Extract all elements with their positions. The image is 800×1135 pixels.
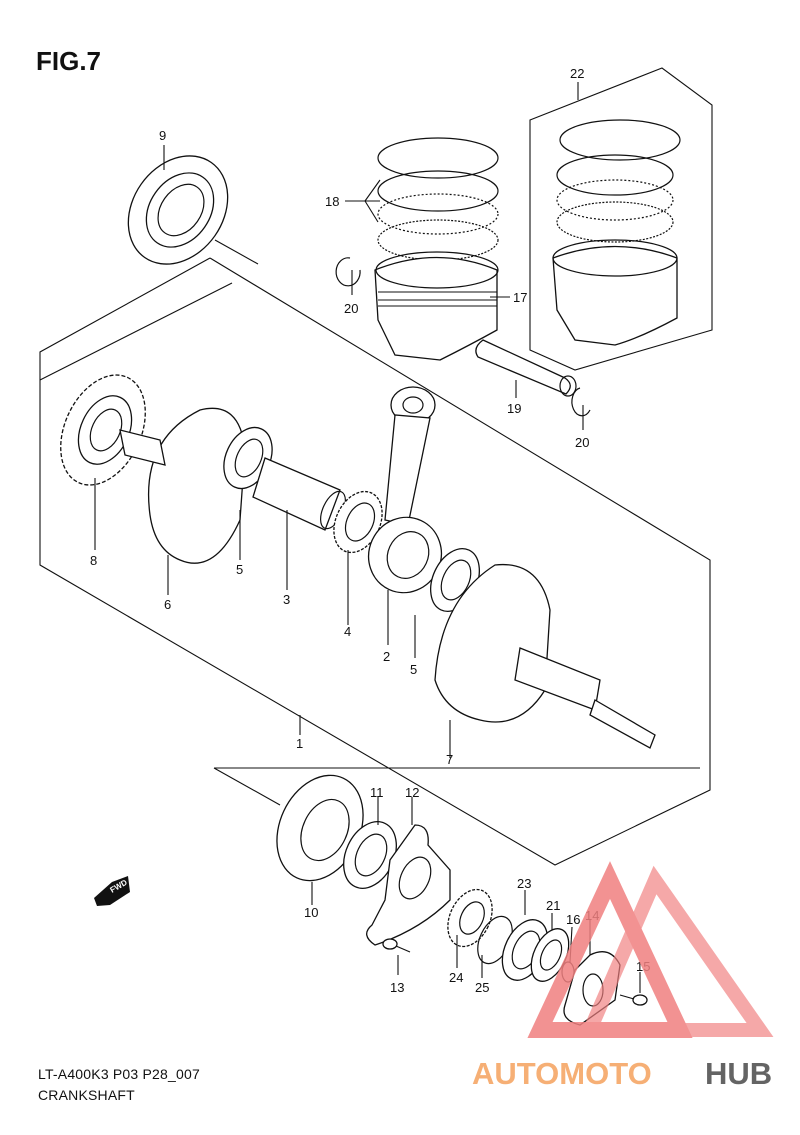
- assembly-outline: [39, 239, 711, 866]
- connecting-rod-2: [367, 386, 443, 594]
- callout-22: 22: [570, 66, 584, 81]
- watermark-text-left: AUTOMOTO: [472, 1056, 652, 1091]
- leader-lines: [94, 82, 641, 993]
- piston-17: [374, 251, 499, 361]
- callout-3: 3: [283, 592, 290, 607]
- callout-24: 24: [449, 970, 463, 985]
- callout-4: 4: [344, 624, 351, 639]
- callout-20-left: 20: [344, 301, 358, 316]
- callout-11: 11: [370, 785, 384, 800]
- retainer-plate-12: [366, 824, 451, 946]
- bearing-24: [447, 888, 493, 948]
- callout-2: 2: [383, 649, 390, 664]
- screw-15: [619, 994, 648, 1006]
- callout-17: 17: [513, 290, 527, 305]
- callout-6: 6: [164, 597, 171, 612]
- callout-5-left: 5: [236, 562, 243, 577]
- callout-23: 23: [517, 876, 531, 891]
- oil-seal-11: [343, 821, 397, 889]
- callout-5-right: 5: [410, 662, 417, 677]
- callout-19: 19: [507, 401, 521, 416]
- callout-21: 21: [546, 898, 560, 913]
- callout-7: 7: [446, 752, 453, 767]
- gear-8: [60, 374, 146, 486]
- bearing-9: [127, 155, 229, 265]
- watermark-logo: AUTOMOTO HUB: [472, 861, 774, 1091]
- screw-13: [382, 938, 411, 953]
- callout-18: 18: [325, 194, 339, 209]
- watermark-triangle-right: [579, 865, 774, 1037]
- callout-16: 16: [566, 912, 580, 927]
- callout-25: 25: [475, 980, 489, 995]
- piston-rings-18: [377, 137, 499, 261]
- callout-1: 1: [296, 736, 303, 751]
- callout-10: 10: [304, 905, 318, 920]
- piston-pin-19: [475, 339, 577, 397]
- callout-20-right: 20: [575, 435, 589, 450]
- callout-12: 12: [405, 785, 419, 800]
- figure-title: FIG.7: [36, 46, 102, 76]
- crank-half-7: [434, 563, 656, 749]
- section-name: CRANKSHAFT: [38, 1087, 135, 1103]
- forward-arrow-icon: FWD: [94, 876, 130, 906]
- crank-half-6: [119, 407, 246, 564]
- callout-9: 9: [159, 128, 166, 143]
- callout-8: 8: [90, 553, 97, 568]
- callout-13: 13: [390, 980, 404, 995]
- piston-kit-outline: [529, 67, 713, 371]
- piston-kit-22: [552, 119, 681, 346]
- oil-seal-21: [530, 928, 570, 982]
- lower-assembly-outline: [213, 767, 700, 806]
- model-code: LT-A400K3 P03 P28_007: [38, 1066, 200, 1082]
- watermark-text-right: HUB: [705, 1056, 772, 1091]
- crank-pin-3: [252, 457, 346, 531]
- circlip-20-left: [335, 257, 361, 287]
